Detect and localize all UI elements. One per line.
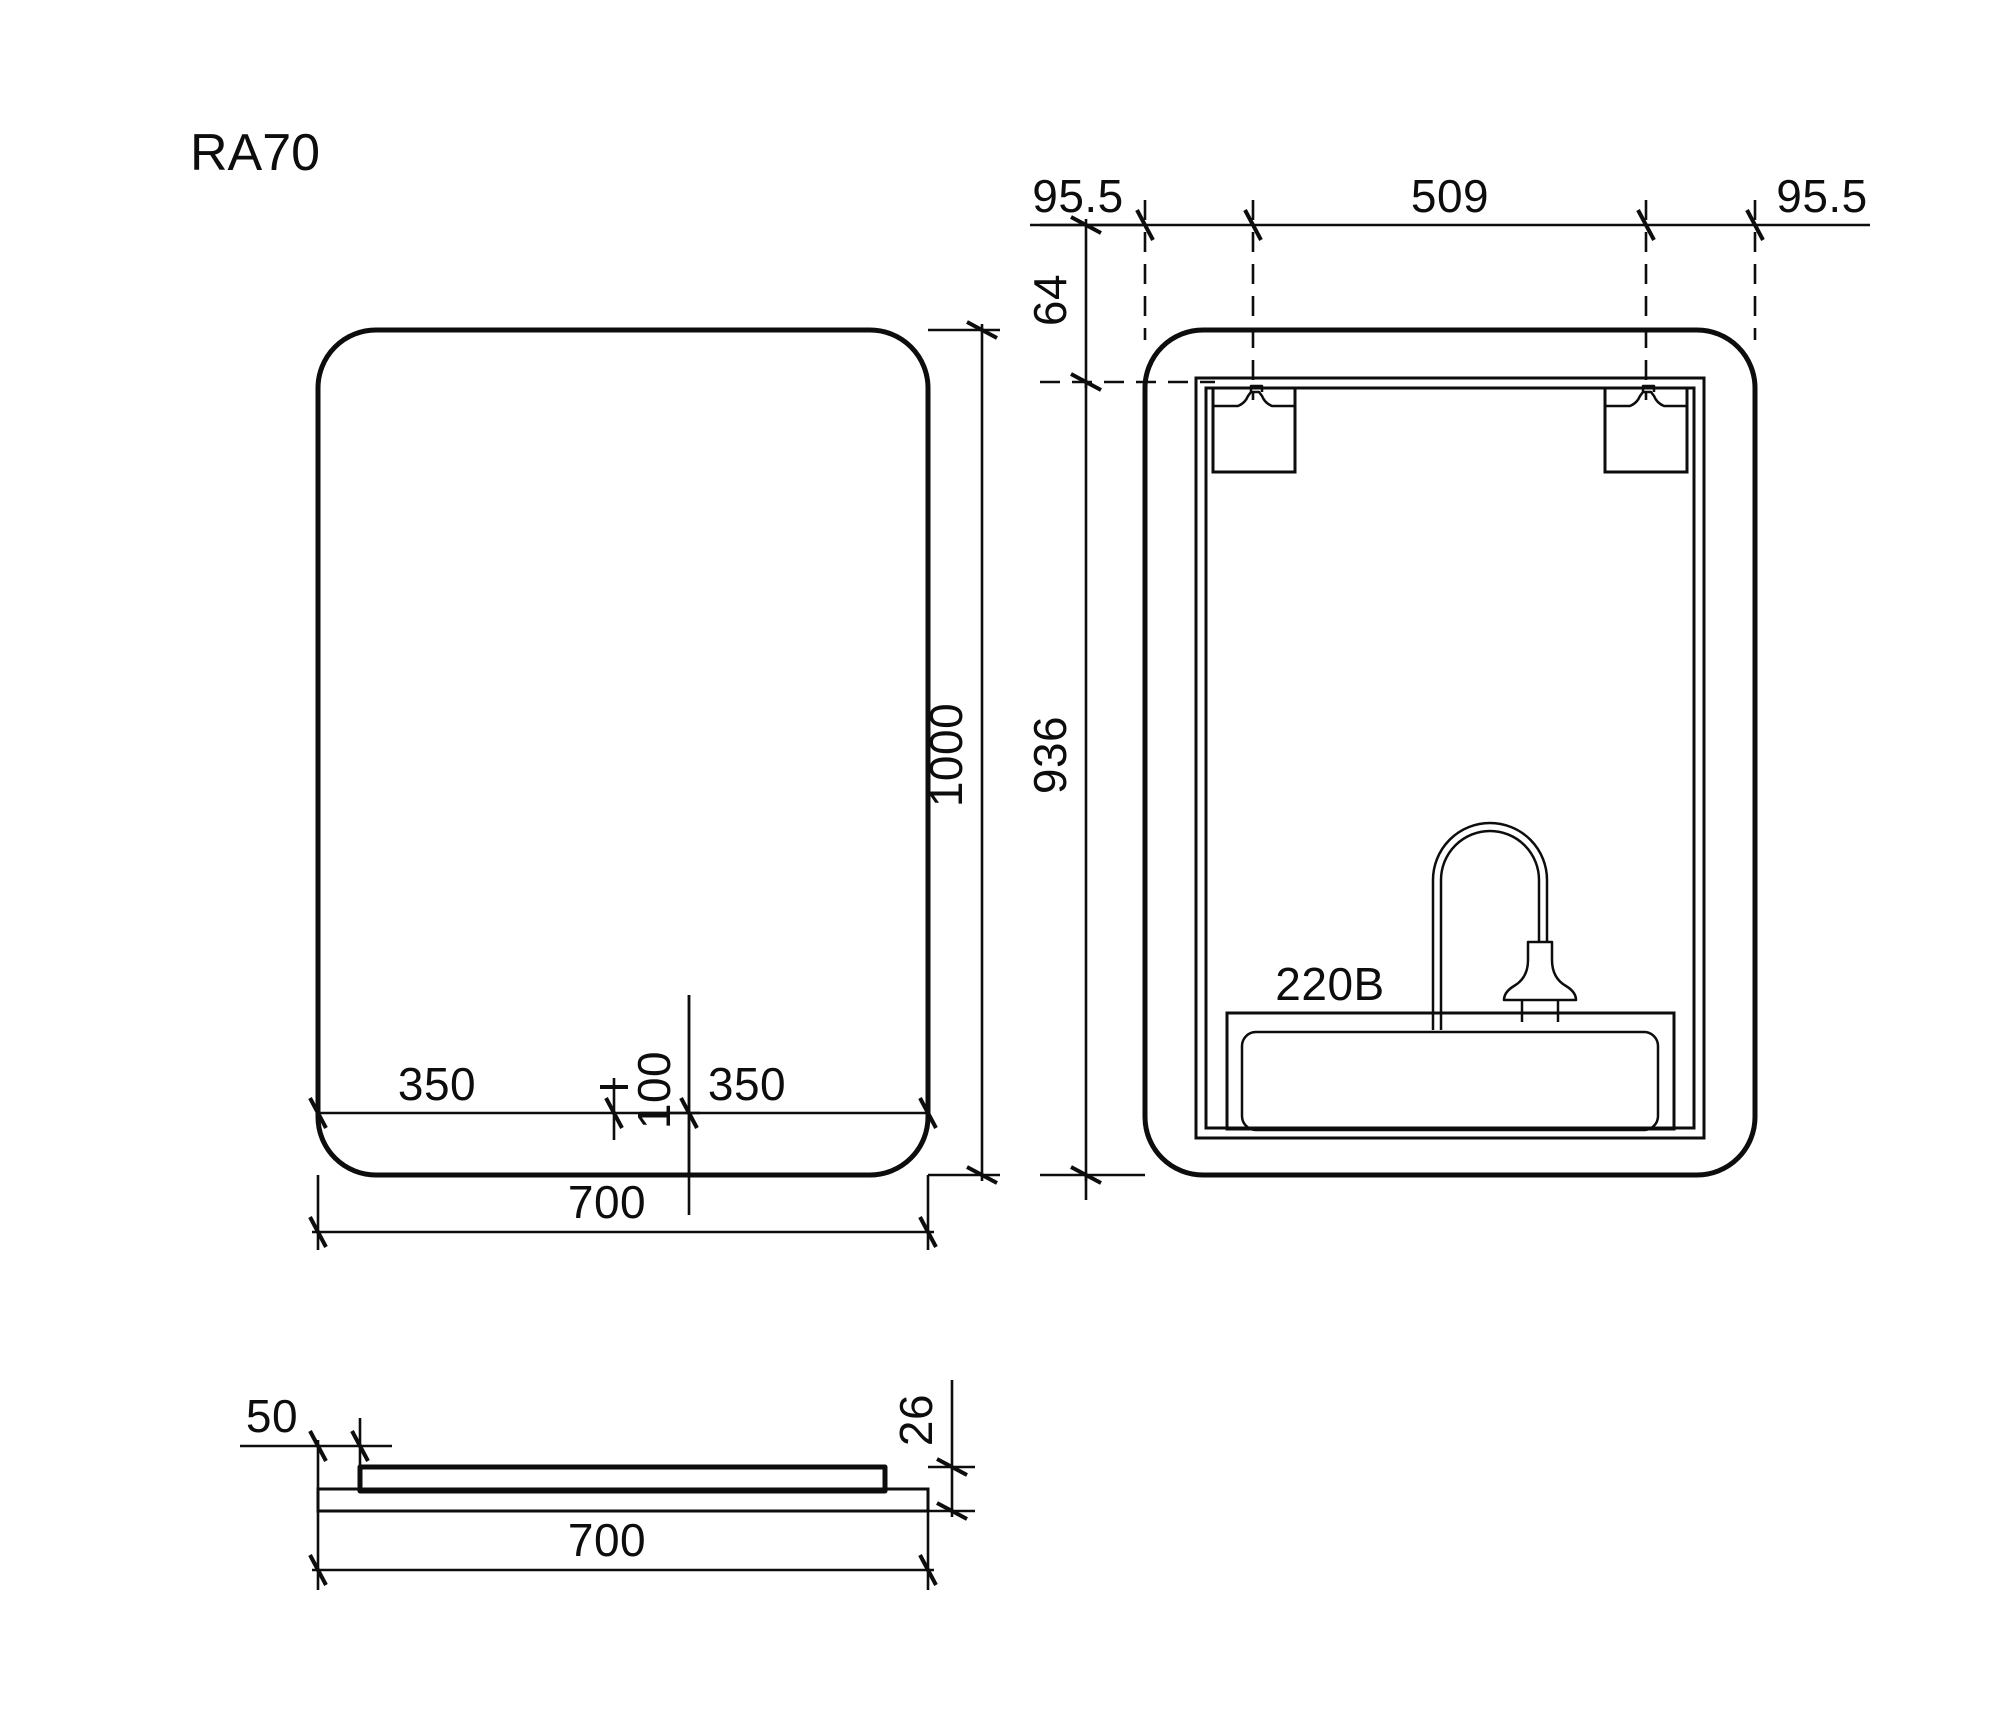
front-view-height-label: 1000 — [920, 703, 972, 807]
front-view-width-ticks — [308, 1216, 938, 1248]
rear-view-group — [1030, 200, 1870, 1200]
front-view-width-label: 700 — [568, 1176, 646, 1228]
side-view-group — [240, 1380, 975, 1590]
rear-view-body-outline — [1142, 327, 1758, 1178]
side-view-700-ticks — [308, 1554, 938, 1586]
rear-view-bracket-left — [1211, 384, 1297, 474]
rear-view-top-extensions — [1143, 200, 1757, 400]
rear-view-top-dim-ticks — [1135, 209, 1765, 241]
rear-view-bottom-panel — [1240, 1030, 1660, 1132]
front-view-mirror-outline — [315, 327, 931, 1178]
side-view-offset-label: 50 — [246, 1390, 298, 1442]
rear-view-backplate-outer — [1194, 376, 1706, 1140]
front-view-sensor-height-label: 100 — [628, 1051, 680, 1129]
side-view-length-label: 700 — [568, 1514, 646, 1566]
rear-view-bracket-span-label: 509 — [1411, 170, 1489, 222]
rear-view-left-margin-label: 95.5 — [1032, 170, 1124, 222]
side-view-thickness-label: 26 — [890, 1394, 942, 1446]
front-view-group — [308, 320, 1000, 1250]
side-view-26-ticks — [936, 1457, 968, 1521]
side-view-mirror-panel — [357, 1464, 888, 1494]
side-view-50-ticks — [308, 1430, 370, 1462]
rear-view-bottom-frame — [1225, 1011, 1676, 1131]
rear-view-power-label: 220B — [1275, 958, 1384, 1010]
front-view-left-half-label: 350 — [398, 1058, 476, 1110]
rear-view-top-offset-label: 64 — [1024, 274, 1076, 326]
drawing-title: RA70 — [190, 124, 320, 182]
rear-view-right-margin-label: 95.5 — [1776, 170, 1868, 222]
rear-view-plug-icon — [1502, 940, 1578, 1022]
rear-view-power-cord — [1431, 821, 1549, 1030]
rear-view-inner-height-label: 936 — [1024, 716, 1076, 794]
front-view-height-ticks — [966, 320, 998, 1185]
front-view-right-half-label: 350 — [708, 1058, 786, 1110]
rear-view-backplate-inner — [1204, 386, 1696, 1130]
